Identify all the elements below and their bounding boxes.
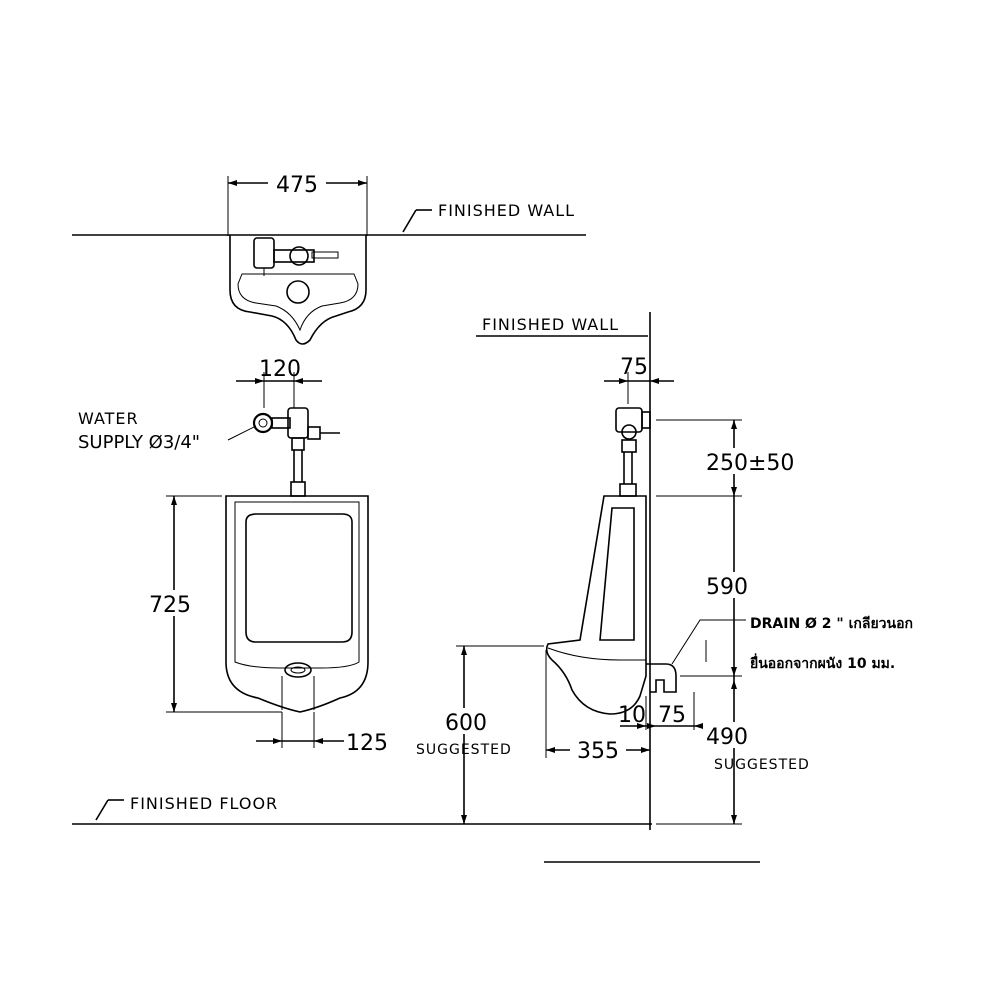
- valve-body-plan: [253, 237, 275, 269]
- dim-490-label: 490: [706, 725, 748, 750]
- water-supply-label-1: WATER: [78, 409, 139, 428]
- dim-725-label: 725: [149, 593, 191, 618]
- valve-handle-front: [307, 426, 321, 440]
- dim-arrows-75-top: [619, 378, 659, 384]
- spud-front: [290, 481, 306, 497]
- dim-120-label: 120: [259, 357, 301, 382]
- drain-pipe-side: [646, 663, 677, 693]
- floor: FINISHED FLOOR: [72, 794, 652, 825]
- valve-body-front: [271, 417, 291, 429]
- finished-wall-label-top: FINISHED WALL: [438, 201, 575, 220]
- valve-side-handle: [621, 424, 637, 440]
- dim-arrows-590: [731, 667, 737, 676]
- drain-leader: [671, 619, 746, 665]
- valve-handle-plan: [289, 246, 309, 266]
- wall-leader-top: [402, 209, 417, 233]
- trap-front: [281, 676, 315, 710]
- urinal-front-bowl: [245, 513, 353, 643]
- supply-connection-circle: [252, 412, 274, 434]
- drain-label-2: ยื่นออกจากผนัง 10 มม.: [750, 653, 895, 672]
- water-supply-label-2: SUPPLY Ø3/4": [78, 432, 200, 453]
- valve-head-front: [287, 407, 309, 439]
- dim-355-bg: [570, 738, 626, 762]
- dim-arrows-10-75: [637, 723, 703, 729]
- dim-arrows-250: [731, 420, 737, 496]
- dim-475-bg: [268, 170, 326, 194]
- top-view: FINISHED WALL 475: [72, 170, 586, 345]
- urinal-plan-outline: [229, 235, 367, 345]
- valve-stem-plan: [273, 249, 315, 263]
- suggested-600-label: SUGGESTED: [416, 742, 512, 758]
- dim-725-bg: [142, 590, 198, 616]
- urinal-side-bowl: [547, 647, 646, 661]
- valve-side-body: [615, 407, 643, 433]
- spud-side: [619, 483, 637, 497]
- dim-125-label: 125: [346, 731, 388, 756]
- urinal-front-inner-border: [234, 501, 360, 669]
- dim-475-label: 475: [276, 173, 318, 198]
- valve-side-tail: [621, 439, 637, 453]
- urinal-front-outline: [225, 495, 369, 713]
- dim-250-bg: [706, 448, 798, 474]
- valve-side-wall-flange: [641, 411, 651, 429]
- drain-circle-plan: [286, 280, 310, 304]
- dim-10-label: 10: [618, 703, 646, 728]
- finished-floor-label: FINISHED FLOOR: [130, 794, 278, 813]
- valve-tailpiece-front: [291, 437, 305, 451]
- dim-600-label: 600: [445, 711, 487, 736]
- dim-590-label: 590: [706, 575, 748, 600]
- dim-490-bg: [704, 722, 762, 748]
- supply-connection-inner: [258, 418, 268, 428]
- drain-outlet-inner: [290, 666, 306, 674]
- dim-590-bg: [706, 572, 762, 598]
- dim-250-label: 250±50: [706, 451, 794, 476]
- drain-label-1: DRAIN Ø 2 " เกลียวนอก: [750, 616, 913, 632]
- dim-600-bg: [432, 708, 496, 734]
- dim-75-drain-label: 75: [658, 703, 686, 728]
- suggested-490-label: SUGGESTED: [714, 757, 810, 773]
- water-supply-leader: [227, 425, 257, 441]
- dim-355-label: 355: [577, 739, 619, 764]
- drain-outlet-front: [284, 662, 312, 678]
- side-view: FINISHED WALL 75 250±50 590: [416, 312, 913, 863]
- dim-75-top-label: 75: [620, 355, 648, 380]
- urinal-side-rim: [599, 507, 635, 641]
- urinal-side-outline: [545, 495, 647, 715]
- urinal-plan-inner: [237, 273, 359, 332]
- floor-leader: [95, 799, 109, 821]
- valve-lever-plan: [311, 251, 339, 259]
- finished-wall-label-side: FINISHED WALL: [482, 315, 619, 334]
- front-view: 120 WATER SUPPLY Ø3/4" 725: [78, 357, 388, 756]
